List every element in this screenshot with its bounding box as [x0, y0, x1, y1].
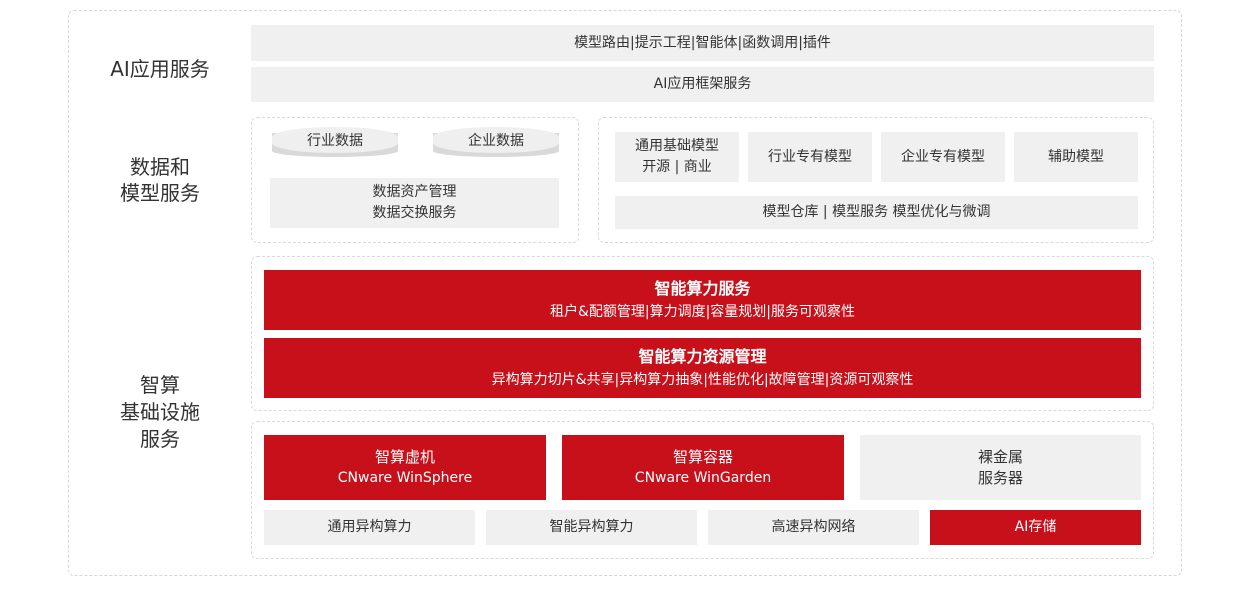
smart-vm-box: 智算虚机 CNware WinSphere — [264, 435, 546, 500]
ai-storage-box: AI存储 — [930, 510, 1141, 545]
category-infra-line3: 服务 — [140, 427, 180, 451]
category-infra: 智算 基础设施 服务 — [90, 372, 230, 453]
baremetal-line1: 裸金属 — [977, 447, 1023, 466]
smart-compute-box: 智能异构算力 — [486, 510, 697, 545]
smart-vm-sub: CNware WinSphere — [337, 469, 473, 486]
general-model-box: 通用基础模型 开源 | 商业 — [615, 132, 739, 182]
enterprise-data-cylinder: 企业数据 — [433, 127, 559, 161]
category-ai-app: AI应用服务 — [90, 56, 230, 82]
general-model-sub: 开源 | 商业 — [642, 159, 712, 175]
general-compute-box: 通用异构算力 — [264, 510, 475, 545]
baremetal-line2: 服务器 — [977, 468, 1023, 487]
infra-resources-section — [251, 421, 1154, 559]
smart-container-box: 智算容器 CNware WinGarden — [562, 435, 844, 500]
architecture-frame — [68, 10, 1182, 576]
enterprise-data-label: 企业数据 — [433, 127, 559, 153]
compute-service-bar: 智能算力服务 租户&配额管理|算力调度|容量规划|服务可观察性 — [264, 270, 1141, 330]
resource-mgmt-sub: 异构算力切片&共享|异构算力抽象|性能优化|故障管理|资源可观察性 — [491, 372, 914, 388]
industry-data-cylinder: 行业数据 — [272, 127, 398, 161]
ai-capabilities-bar: 模型路由|提示工程|智能体|函数调用|插件 — [251, 25, 1154, 61]
industry-model-box: 行业专有模型 — [748, 132, 872, 182]
model-warehouse-label: 模型仓库 | 模型服务 模型优化与微调 — [762, 204, 991, 220]
ai-storage-label: AI存储 — [1014, 519, 1057, 535]
category-ai-app-label: AI应用服务 — [110, 57, 210, 81]
enterprise-model-label: 企业专有模型 — [901, 148, 985, 165]
category-infra-line2: 基础设施 — [120, 400, 200, 424]
smart-compute-label: 智能异构算力 — [549, 519, 634, 535]
category-data-model: 数据和 模型服务 — [90, 154, 230, 206]
industry-data-label: 行业数据 — [272, 127, 398, 153]
infra-management-section — [251, 256, 1154, 411]
auxiliary-model-box: 辅助模型 — [1014, 132, 1138, 182]
ai-framework-label: AI应用框架服务 — [653, 76, 752, 92]
auxiliary-model-label: 辅助模型 — [1048, 148, 1104, 165]
ai-framework-bar: AI应用框架服务 — [251, 67, 1154, 102]
baremetal-box: 裸金属 服务器 — [860, 435, 1141, 500]
category-infra-line1: 智算 — [140, 373, 180, 397]
smart-container-sub: CNware WinGarden — [634, 469, 772, 486]
model-warehouse-bar: 模型仓库 | 模型服务 模型优化与微调 — [615, 196, 1138, 229]
ai-capabilities-label: 模型路由|提示工程|智能体|函数调用|插件 — [574, 34, 831, 51]
data-asset-mgmt-label: 数据资产管理 — [372, 184, 457, 200]
network-box: 高速异构网络 — [708, 510, 919, 545]
compute-service-title: 智能算力服务 — [654, 279, 751, 298]
resource-mgmt-title: 智能算力资源管理 — [638, 347, 767, 366]
compute-service-sub: 租户&配额管理|算力调度|容量规划|服务可观察性 — [549, 304, 856, 320]
smart-container-title: 智算容器 — [672, 447, 733, 466]
data-management-box: 数据资产管理 数据交换服务 — [270, 178, 559, 228]
smart-vm-title: 智算虚机 — [374, 447, 435, 466]
resource-mgmt-bar: 智能算力资源管理 异构算力切片&共享|异构算力抽象|性能优化|故障管理|资源可观… — [264, 338, 1141, 398]
data-exchange-label: 数据交换服务 — [372, 205, 457, 221]
general-compute-label: 通用异构算力 — [327, 519, 412, 535]
category-data-model-line1: 数据和 — [130, 155, 190, 179]
network-label: 高速异构网络 — [771, 519, 856, 535]
category-data-model-line2: 模型服务 — [120, 181, 200, 205]
general-model-label: 通用基础模型 — [635, 138, 719, 154]
enterprise-model-box: 企业专有模型 — [881, 132, 1005, 182]
data-section — [251, 117, 579, 243]
model-section — [598, 117, 1154, 243]
industry-model-label: 行业专有模型 — [768, 148, 852, 165]
